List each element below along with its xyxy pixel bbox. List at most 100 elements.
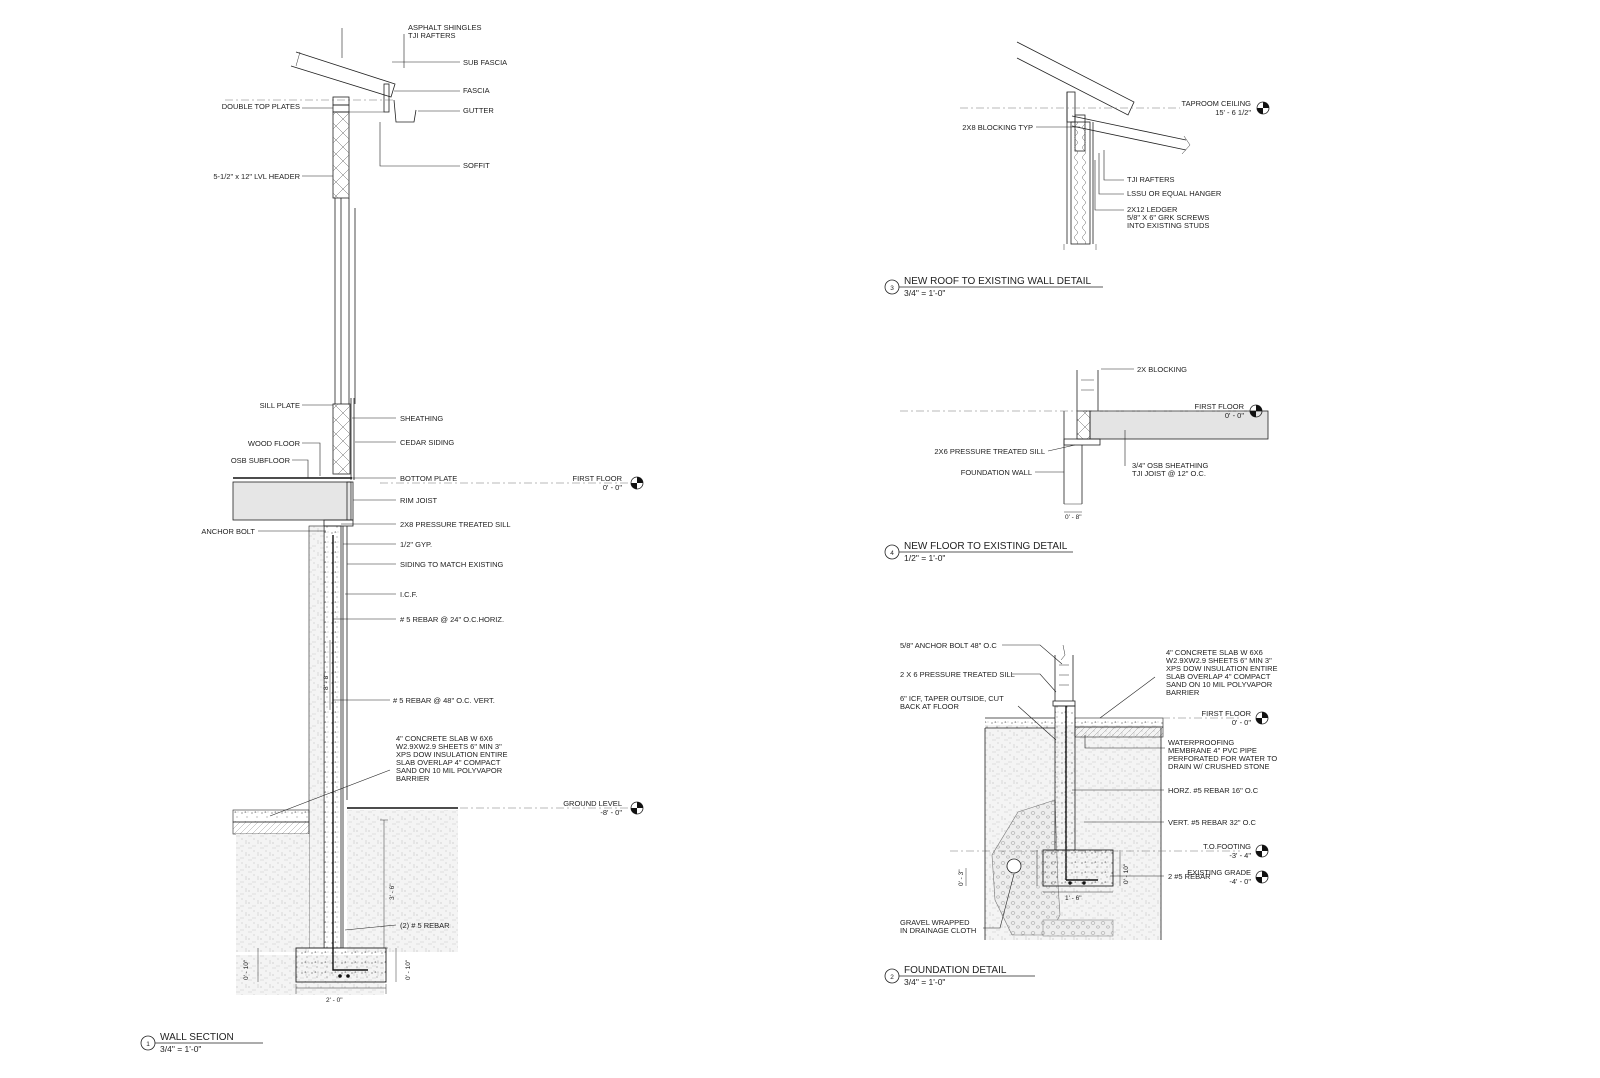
roof-label-blocking: 2X8 BLOCKING TYP xyxy=(962,123,1033,132)
fnd-label-slab-6: BARRIER xyxy=(1166,688,1200,697)
fnd-label-slab-3: XPS DOW INSULATION ENTIRE xyxy=(1166,664,1278,673)
fnd-level-grade-name: EXISTING GRADE xyxy=(1187,868,1251,877)
fnd-level-grade-elev: -4' - 0" xyxy=(1229,877,1251,886)
roof-level-name: TAPROOM CEILING xyxy=(1182,99,1252,108)
floor-dim: 0' - 8" xyxy=(1065,514,1082,521)
level-ground-name: GROUND LEVEL xyxy=(563,799,622,808)
label-pt-sill: 2X8 PRESSURE TREATED SILL xyxy=(400,520,511,529)
floor-detail-number: 4 xyxy=(890,550,894,557)
slab-note-line-2: W2.9XW2.9 SHEETS 6" MIN 3" xyxy=(396,742,502,751)
roof-label-ledger-2: 5/8" X 6" GRK SCREWS xyxy=(1127,213,1209,222)
fnd-label-slab-5: SAND ON 10 MIL POLYVAPOR xyxy=(1166,680,1273,689)
label-gyp: 1/2" GYP. xyxy=(400,540,432,549)
floor-detail-title-block xyxy=(884,544,1073,560)
fnd-label-horz-rebar: HORZ. #5 REBAR 16" O.C xyxy=(1168,786,1259,795)
slab-note-line-3: XPS DOW INSULATION ENTIRE xyxy=(396,750,508,759)
label-siding-match: SIDING TO MATCH EXISTING xyxy=(400,560,504,569)
label-wood-floor: WOOD FLOOR xyxy=(248,439,301,448)
label-lvl-header: 5-1/2" x 12" LVL HEADER xyxy=(213,172,300,181)
dim-footing-width: 2' - 0" xyxy=(326,997,343,1004)
floor-label-osb-1: 3/4" OSB SHEATHING xyxy=(1132,461,1208,470)
wall-section-title: WALL SECTION xyxy=(160,1032,234,1043)
fnd-label-pt-sill: 2 X 6 PRESSURE TREATED SILL xyxy=(900,670,1015,679)
fnd-label-gravel-1: GRAVEL WRAPPED xyxy=(900,918,970,927)
fnd-dim-footing-h: 0' - 10" xyxy=(1123,863,1130,884)
floor-level-name: FIRST FLOOR xyxy=(1195,402,1245,411)
level-first-floor-name: FIRST FLOOR xyxy=(573,474,623,483)
dim-wall-height: 8' - 8" xyxy=(323,673,330,690)
fnd-level-first-floor-elev: 0' - 0" xyxy=(1232,718,1251,727)
roof-label-hanger: LSSU OR EQUAL HANGER xyxy=(1127,189,1222,198)
slab-note-line-1: 4" CONCRETE SLAB W 6X6 xyxy=(396,734,493,743)
roof-level-elev: 15' - 6 1/2" xyxy=(1215,108,1251,117)
roof-label-tji: TJI RAFTERS xyxy=(1127,175,1175,184)
label-anchor-bolt: ANCHOR BOLT xyxy=(201,527,255,536)
fnd-label-waterproofing-1: WATERPROOFING xyxy=(1168,738,1234,747)
wall-section-detail xyxy=(225,28,644,995)
fnd-label-slab-1: 4" CONCRETE SLAB W 6X6 xyxy=(1166,648,1263,657)
label-bottom-plate: BOTTOM PLATE xyxy=(400,474,457,483)
floor-detail-title: NEW FLOOR TO EXISTING DETAIL xyxy=(904,541,1068,552)
wall-section-number: 1 xyxy=(146,1041,150,1048)
roof-detail-title: NEW ROOF TO EXISTING WALL DETAIL xyxy=(904,276,1092,287)
fnd-label-icf-1: 6" ICF, TAPER OUTSIDE, CUT xyxy=(900,694,1004,703)
label-gutter: GUTTER xyxy=(463,106,494,115)
fnd-label-waterproofing-4: DRAIN W/ CRUSHED STONE xyxy=(1168,762,1270,771)
floor-detail xyxy=(900,368,1269,513)
label-rebar-vert: # 5 REBAR @ 48" O.C. VERT. xyxy=(393,696,495,705)
roof-detail-title-block xyxy=(884,279,1103,295)
label-sheathing: SHEATHING xyxy=(400,414,443,423)
floor-label-pt-sill: 2X6 PRESSURE TREATED SILL xyxy=(934,447,1045,456)
label-osb-subfloor: OSB SUBFLOOR xyxy=(231,456,291,465)
label-tji-rafters: TJI RAFTERS xyxy=(408,31,456,40)
foundation-detail-title-block xyxy=(884,968,1035,984)
label-double-top-plates: DOUBLE TOP PLATES xyxy=(222,102,300,111)
slab-note-line-4: SLAB OVERLAP 4" COMPACT xyxy=(396,758,501,767)
level-ground-elev: -8' - 0" xyxy=(600,808,622,817)
label-rebar-horiz: # 5 REBAR @ 24" O.C.HORIZ. xyxy=(400,615,504,624)
wall-section-title-block xyxy=(140,1035,263,1051)
fnd-label-vert-rebar: VERT. #5 REBAR 32" O.C xyxy=(1168,818,1257,827)
fnd-dim-left: 0' - 3" xyxy=(958,869,965,886)
label-sill-plate: SILL PLATE xyxy=(260,401,300,410)
floor-label-foundation-wall: FOUNDATION WALL xyxy=(961,468,1032,477)
fnd-level-first-floor-name: FIRST FLOOR xyxy=(1202,709,1252,718)
fnd-dim-footing-w: 1' - 6" xyxy=(1065,895,1082,902)
floor-label-osb-2: TJI JOIST @ 12" O.C. xyxy=(1132,469,1206,478)
roof-detail-scale: 3/4" = 1'-0" xyxy=(904,288,945,298)
roof-label-ledger-1: 2X12 LEDGER xyxy=(1127,205,1178,214)
wall-section-scale: 3/4" = 1'-0" xyxy=(160,1044,201,1054)
roof-label-ledger-3: INTO EXISTING STUDS xyxy=(1127,221,1209,230)
dim-footing-left: 0' - 10" xyxy=(243,959,250,980)
dim-footing-right: 0' - 10" xyxy=(405,959,412,980)
roof-detail xyxy=(960,41,1270,250)
label-rim-joist: RIM JOIST xyxy=(400,496,438,505)
dim-frost-depth: 3' - 6" xyxy=(389,883,396,900)
fnd-label-waterproofing-3: PERFORATED FOR WATER TO xyxy=(1168,754,1277,763)
label-cedar-siding: CEDAR SIDING xyxy=(400,438,454,447)
foundation-detail-title: FOUNDATION DETAIL xyxy=(904,965,1007,976)
label-asphalt-shingles: ASPHALT SHINGLES xyxy=(408,23,482,32)
fnd-level-footing-name: T.O.FOOTING xyxy=(1203,842,1251,851)
label-icf: I.C.F. xyxy=(400,590,418,599)
label-sub-fascia: SUB FASCIA xyxy=(463,58,507,67)
roof-detail-number: 3 xyxy=(890,285,894,292)
fnd-label-icf-2: BACK AT FLOOR xyxy=(900,702,959,711)
floor-label-blocking: 2X BLOCKING xyxy=(1137,365,1187,374)
level-first-floor-elev: 0' - 0" xyxy=(603,483,622,492)
fnd-label-slab-4: SLAB OVERLAP 4" COMPACT xyxy=(1166,672,1271,681)
label-soffit: SOFFIT xyxy=(463,161,490,170)
fnd-label-waterproofing-2: MEMBRANE 4" PVC PIPE xyxy=(1168,746,1257,755)
floor-level-elev: 0' - 0" xyxy=(1225,411,1244,420)
foundation-detail xyxy=(950,644,1269,940)
slab-note-line-6: BARRIER xyxy=(396,774,430,783)
fnd-level-footing-elev: -3' - 4" xyxy=(1229,851,1251,860)
label-fascia: FASCIA xyxy=(463,86,490,95)
fnd-label-gravel-2: IN DRAINAGE CLOTH xyxy=(900,926,976,935)
foundation-detail-scale: 3/4" = 1'-0" xyxy=(904,977,945,987)
slab-note-line-5: SAND ON 10 MIL POLYVAPOR xyxy=(396,766,503,775)
fnd-label-slab-2: W2.9XW2.9 SHEETS 6" MIN 3" xyxy=(1166,656,1272,665)
fnd-label-anchor-bolt: 5/8" ANCHOR BOLT 48" O.C xyxy=(900,641,997,650)
foundation-detail-number: 2 xyxy=(890,974,894,981)
